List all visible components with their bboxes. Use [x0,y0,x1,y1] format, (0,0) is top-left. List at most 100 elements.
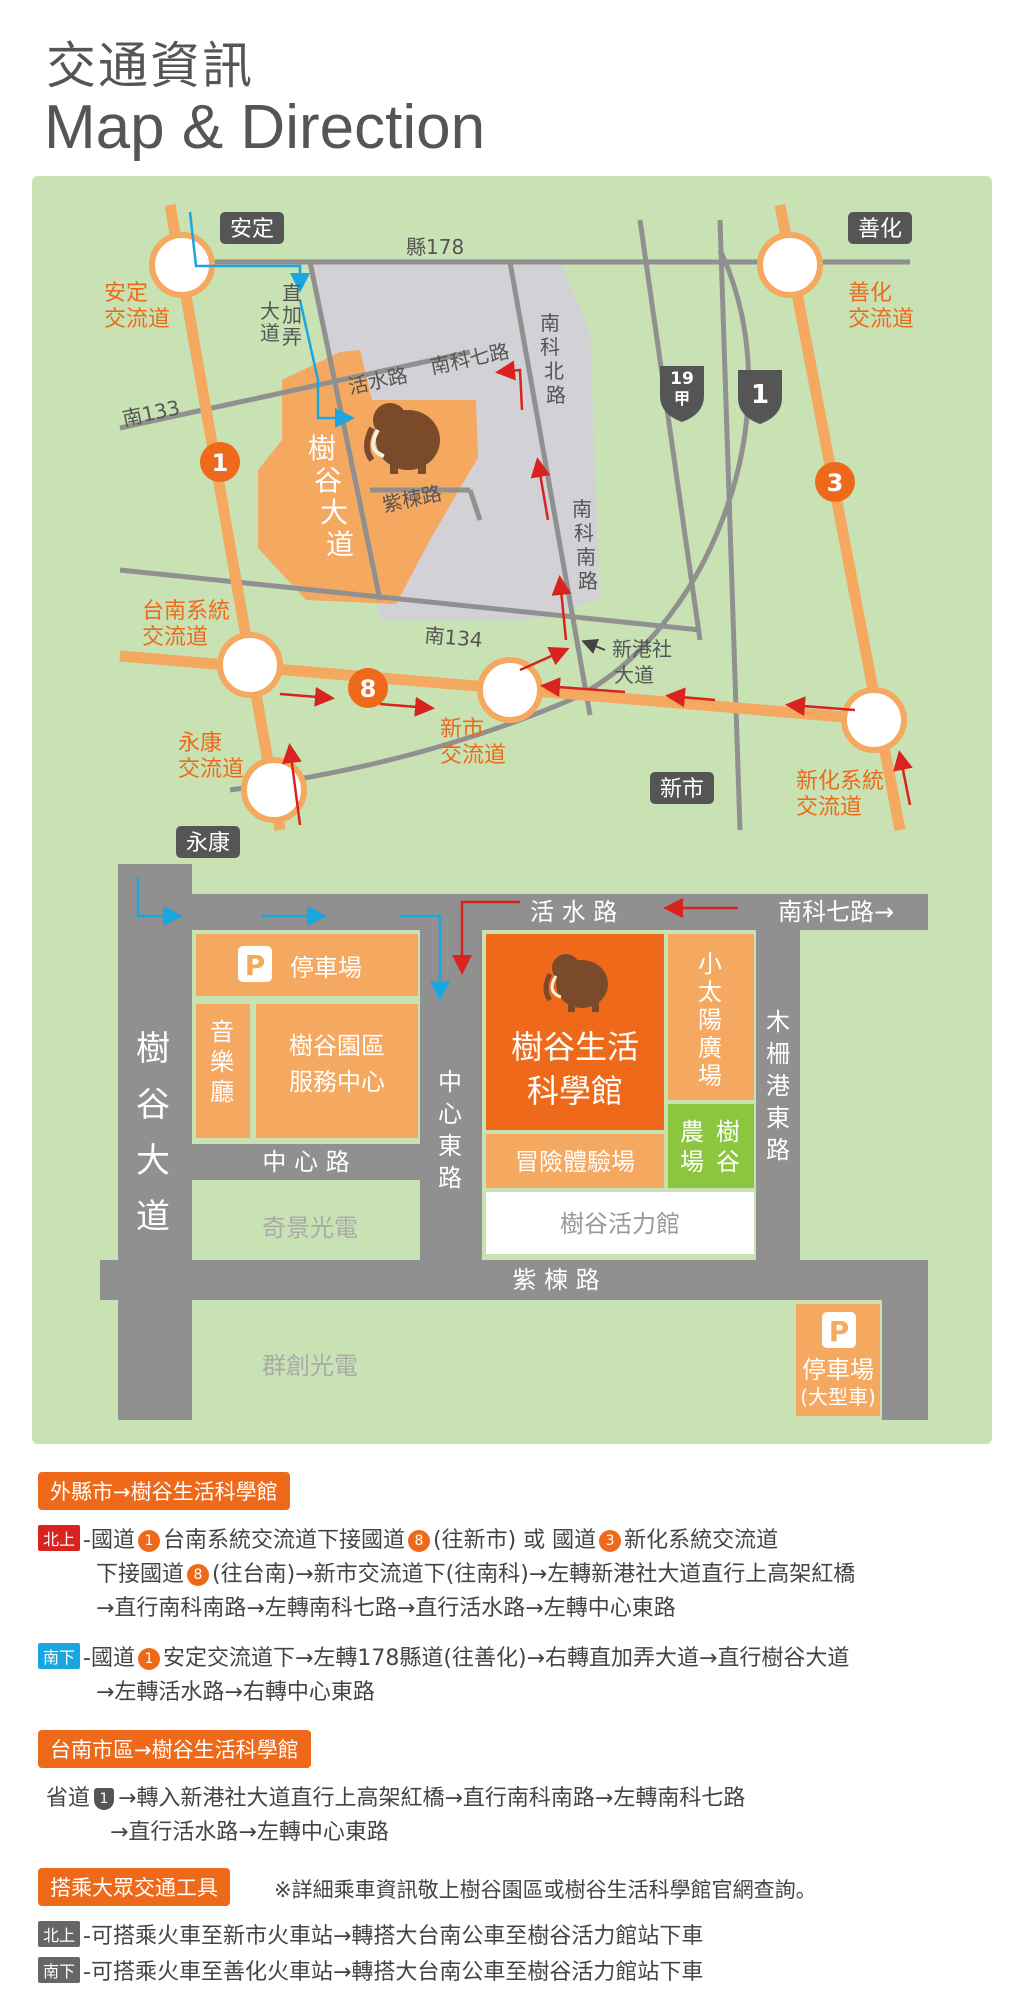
transport-south: 南下-可搭乘火車至善化火車站→轉搭大台南公車至樹谷活力館站下車 [38,1954,703,1986]
vitality-label: 樹谷活力館 [560,1210,680,1238]
road-zhijianong3: 弄 [282,325,302,349]
zxd-3: 東 [438,1132,462,1160]
road-nankebei4: 路 [546,383,566,407]
hwy1-shield: 1 [751,380,769,410]
north-line-3: →直行南科南路→左轉南科七路→直行活水路→左轉中心東路 [96,1596,676,1621]
map-graphic: 1 3 8 19 甲 1 安定 善化 新市 永康 安定 交流道 善化 交流道 [32,176,992,1444]
place-anding: 安定 [230,217,274,242]
s1a: -國道 [83,1646,135,1671]
n1a: -國道 [83,1528,135,1553]
p-icon-1: P [245,949,266,982]
transport-note: ※詳細乘車資訊敬上樹谷園區或樹谷生活科學館官網查詢。 [274,1878,817,1902]
t2: -可搭乘火車至善化火車站→轉搭大台南公車至樹谷活力館站下車 [83,1960,704,1985]
music-1: 音 [210,1018,234,1046]
s1c: 安定交流道下→左轉178縣道(往善化)→右轉直加弄大道→直行樹谷大道 [162,1646,850,1671]
mushan-5: 路 [766,1136,790,1164]
xinhua-system-interchange [841,687,907,753]
road-zhijianong4: 大 [260,299,280,323]
adventure-label: 冒險體驗場 [515,1148,635,1176]
section-out-of-town: 外縣市→樹谷生活科學館 [38,1472,290,1510]
anding-ic-label1: 安定 [104,281,148,306]
mammoth-icon [364,403,440,474]
museum-name-1: 樹谷生活 [511,1028,639,1066]
page-title-zh: 交通資訊 [46,37,254,95]
parking-lot-2 [796,1304,880,1416]
road-xingangshe1: 新港社 [612,637,672,661]
plaza-5: 場 [698,1062,722,1090]
place-xinshi: 新市 [660,777,704,802]
detail-shugu-2: 谷 [136,1085,170,1125]
road-zhijianong2: 加 [282,303,302,327]
hwy19a-shield-char: 甲 [674,389,690,408]
detail-nanke7: 南科七路→ [778,898,894,926]
farm-1: 農 [680,1118,704,1146]
detail-zhongxin: 中 心 路 [262,1148,349,1176]
yongkang-ic-label2: 交流道 [178,757,244,782]
road-nankebei2: 科 [540,335,560,359]
qunchuang-label: 群創光電 [262,1352,358,1380]
plaza-2: 太 [698,978,722,1006]
detail-parking2-2: (大型車) [800,1385,876,1409]
national-hwy-1-icon-2: 1 [137,1648,160,1670]
n2a: 下接國道 [96,1562,185,1587]
t1: -可搭乘火車至新市火車站→轉搭大台南公車至樹谷活力館站下車 [83,1924,704,1949]
national-hwy-3-icon: 3 [599,1530,622,1552]
museum-name-2: 科學館 [527,1072,623,1110]
detail-shugu-1: 樹 [136,1029,170,1069]
nat8-shield: 8 [360,675,377,703]
north-badge: 北上 [38,1525,81,1551]
road-xingangshe2: 大道 [614,663,654,687]
qijing-label: 奇景光電 [262,1214,358,1242]
zxd-4: 路 [438,1164,462,1192]
detail-shugu-4: 道 [136,1197,170,1237]
farm-2: 場 [680,1148,704,1176]
transport-south-badge: 南下 [38,1957,81,1983]
section-tainan-city: 台南市區→樹谷生活科學館 [38,1730,311,1768]
c1c: →轉入新港社大道直行上高架紅橋→直行南科南路→左轉南科七路 [118,1786,746,1811]
place-shanhua: 善化 [858,217,902,242]
service-2: 服務中心 [289,1068,385,1096]
provincial-hwy-1-icon: 1 [94,1788,115,1810]
mushan-3: 港 [766,1072,790,1100]
south-line-2: →左轉活水路→右轉中心東路 [96,1680,375,1705]
road-county178: 縣178 [406,235,464,259]
shanhua-interchange [757,232,823,298]
xinshi-interchange [477,657,543,723]
mushan-2: 柵 [766,1040,790,1068]
farm-3: 樹 [716,1118,740,1146]
xinshi-ic-label1: 新市 [440,717,484,742]
tainan-sys-label2: 交流道 [142,625,208,650]
page-title-en: Map & Direction [44,93,486,162]
road-nankenan1: 南 [572,497,592,521]
national-hwy-8-icon-2: 8 [187,1564,210,1586]
detail-zidong: 紫 楝 路 [512,1266,599,1294]
mushan-1: 木 [766,1008,790,1036]
road-nankebei3: 北 [544,359,564,383]
road-shugu2: 谷 [314,464,342,497]
plaza-1: 小 [698,950,722,978]
road-zhijianong1: 直 [282,281,302,305]
zxd-1: 中 [438,1068,462,1096]
n1e: (往新市) 或 國道 [432,1528,597,1553]
shanhua-ic-label1: 善化 [848,281,892,306]
city-line-2: →直行活水路→左轉中心東路 [110,1820,389,1845]
plaza-4: 廣 [698,1034,722,1062]
nat1-shield: 1 [212,449,229,477]
transport-north-badge: 北上 [38,1921,81,1947]
detail-parking2-1: 停車場 [802,1356,874,1384]
xinhua-sys-label1: 新化系統 [796,769,884,794]
p-icon-2: P [829,1315,850,1348]
national-hwy-8-icon: 8 [407,1530,430,1552]
nat3-shield: 3 [827,469,844,497]
detail-shugu-3: 大 [136,1141,170,1181]
zxd-2: 心 [438,1100,462,1128]
road-shugu1: 樹 [308,432,336,465]
tainan-sys-label1: 台南系統 [142,599,230,624]
n1g: 新化系統交流道 [624,1528,779,1553]
anding-ic-label2: 交流道 [104,307,170,332]
road-nankenan2: 科 [574,521,594,545]
road-nankenan3: 南 [576,545,596,569]
